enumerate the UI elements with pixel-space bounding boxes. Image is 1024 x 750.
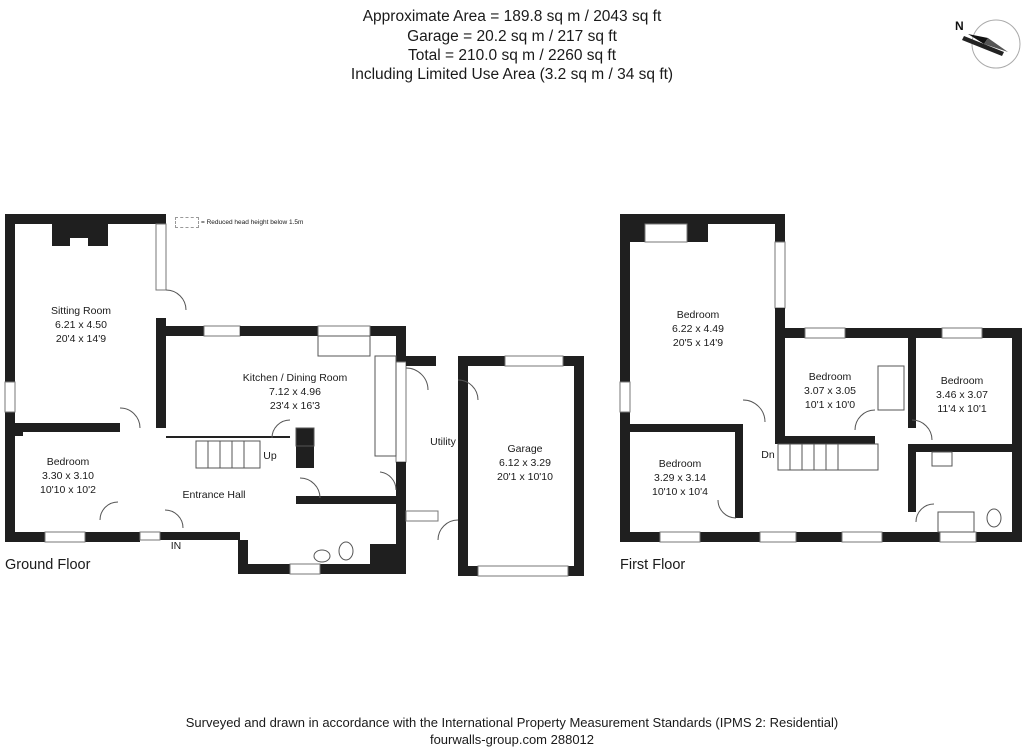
compass-letter: N bbox=[955, 19, 964, 33]
room-imperial: 10'10 x 10'2 bbox=[40, 484, 96, 496]
room-name: Bedroom bbox=[941, 375, 984, 387]
room-sitting: Sitting Room 6.21 x 4.50 20'4 x 14'9 bbox=[51, 305, 111, 345]
room-metric: 7.12 x 4.96 bbox=[269, 386, 321, 398]
room-imperial: 20'1 x 10'10 bbox=[497, 471, 553, 483]
room-name: Bedroom bbox=[47, 456, 90, 468]
stairs-first bbox=[777, 443, 879, 471]
room-imperial: 10'10 x 10'4 bbox=[652, 486, 708, 498]
marker-in: IN bbox=[171, 540, 182, 552]
room-bedroom-1: Bedroom 6.22 x 4.49 20'5 x 14'9 bbox=[672, 309, 724, 349]
garage-area: Garage = 20.2 sq m / 217 sq ft bbox=[407, 28, 617, 45]
room-name: Bedroom bbox=[809, 371, 852, 383]
legend: = Reduced head height below 1.5m bbox=[175, 217, 303, 228]
dashed-box-icon bbox=[175, 217, 199, 228]
room-entrance-hall: Entrance Hall bbox=[182, 489, 245, 501]
compass-icon: N bbox=[955, 19, 1021, 69]
room-bedroom-ground: Bedroom 3.30 x 3.10 10'10 x 10'2 bbox=[40, 456, 96, 496]
room-metric: 3.30 x 3.10 bbox=[42, 470, 94, 482]
total-area: Total = 210.0 sq m / 2260 sq ft bbox=[407, 47, 617, 64]
room-metric: 6.21 x 4.50 bbox=[55, 319, 107, 331]
room-name: Kitchen / Dining Room bbox=[243, 372, 348, 384]
room-metric: 3.46 x 3.07 bbox=[936, 389, 988, 401]
room-kitchen: Kitchen / Dining Room 7.12 x 4.96 23'4 x… bbox=[243, 372, 348, 412]
room-bedroom-3: Bedroom 3.46 x 3.07 11'4 x 10'1 bbox=[936, 375, 988, 415]
footer-reference: fourwalls-group.com 288012 bbox=[429, 732, 595, 747]
room-bedroom-2: Bedroom 3.07 x 3.05 10'1 x 10'0 bbox=[804, 371, 856, 411]
room-imperial: 10'1 x 10'0 bbox=[805, 399, 855, 411]
legend-text: = Reduced head height below 1.5m bbox=[201, 219, 304, 226]
room-bedroom-4: Bedroom 3.29 x 3.14 10'10 x 10'4 bbox=[652, 458, 708, 498]
room-name: Bedroom bbox=[677, 309, 720, 321]
room-metric: 3.29 x 3.14 bbox=[654, 472, 706, 484]
first-floor-label: First Floor bbox=[620, 557, 686, 573]
room-metric: 3.07 x 3.05 bbox=[804, 385, 856, 397]
room-imperial: 20'5 x 14'9 bbox=[673, 337, 723, 349]
room-imperial: 23'4 x 16'3 bbox=[270, 400, 320, 412]
marker-down: Dn bbox=[761, 449, 775, 461]
room-utility: Utility bbox=[430, 436, 456, 448]
footer-standards: Surveyed and drawn in accordance with th… bbox=[185, 715, 839, 730]
area-title: Approximate Area = 189.8 sq m / 2043 sq … bbox=[362, 8, 662, 25]
room-name: Sitting Room bbox=[51, 305, 111, 317]
ground-floor-plan bbox=[4, 214, 584, 577]
room-garage: Garage 6.12 x 3.29 20'1 x 10'10 bbox=[497, 443, 553, 483]
room-name: Garage bbox=[507, 443, 542, 455]
room-name: Bedroom bbox=[659, 458, 702, 470]
room-metric: 6.12 x 3.29 bbox=[499, 457, 551, 469]
first-floor-plan bbox=[619, 214, 1022, 543]
stairs-ground bbox=[195, 440, 261, 469]
room-metric: 6.22 x 4.49 bbox=[672, 323, 724, 335]
limited-use-area: Including Limited Use Area (3.2 sq m / 3… bbox=[350, 66, 674, 83]
room-imperial: 11'4 x 10'1 bbox=[937, 403, 987, 415]
ground-floor-label: Ground Floor bbox=[5, 557, 91, 573]
room-imperial: 20'4 x 14'9 bbox=[56, 333, 106, 345]
marker-up: Up bbox=[263, 450, 277, 462]
